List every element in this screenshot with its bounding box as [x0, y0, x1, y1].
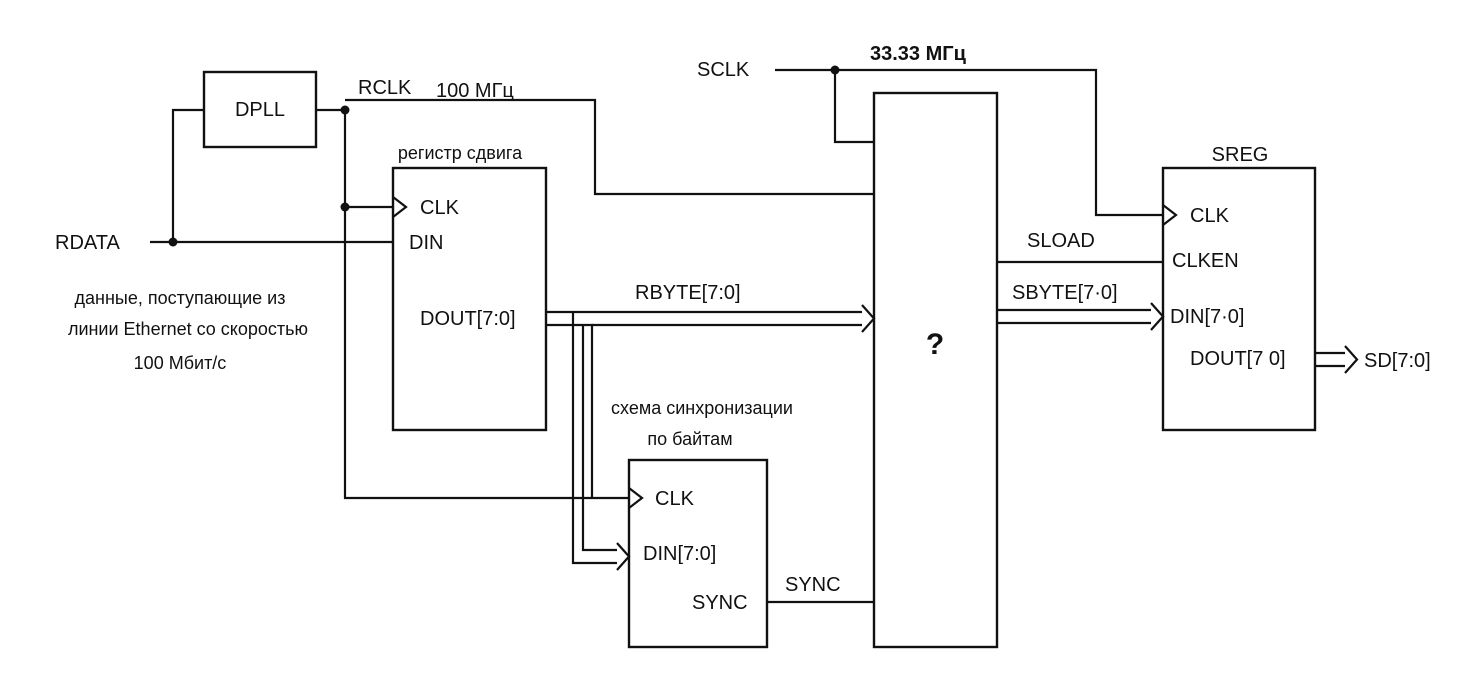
sreg-clken-label: CLKEN — [1172, 250, 1239, 272]
rbyte-bus-arrowhead — [861, 304, 876, 333]
rclk-to-unknown-wire — [345, 98, 874, 196]
sclk-wire — [775, 68, 1163, 217]
sreg-clk-triangle — [1162, 204, 1178, 226]
sbyte-bus-arrowhead — [1150, 302, 1165, 331]
rdata-note-line1: данные, поступающие из — [75, 288, 286, 308]
shift-register-clk-triangle — [392, 196, 408, 218]
sync-din-arrowhead — [616, 542, 631, 571]
sync-circuit-block — [627, 458, 769, 649]
rclk-frequency-label: 100 МГц — [436, 80, 514, 102]
sclk-to-unknown-wire — [833, 70, 874, 144]
sreg-title: SREG — [1212, 144, 1269, 166]
sync-din-bus-outer — [571, 312, 617, 565]
rclk-label: RCLK — [358, 77, 412, 99]
sync-circuit-title-line2: по байтам — [647, 429, 732, 449]
sync-circuit-clk-triangle — [628, 487, 644, 509]
sync-din-bus-inner — [581, 325, 617, 552]
rdata-label: RDATA — [55, 232, 120, 254]
rclk-junction-dot-top — [340, 105, 350, 115]
shift-register-din-label: DIN — [409, 232, 443, 254]
unknown-block-label: ? — [926, 328, 944, 361]
shift-register-dout-label: DOUT[7:0] — [420, 308, 516, 330]
rdata-note-line2: линии Ethernet со скоростью — [68, 319, 308, 339]
shift-register-clk-label: CLK — [420, 197, 460, 219]
rclk-vertical-wire — [343, 110, 629, 500]
rdata-junction-dot — [168, 237, 178, 247]
dpll-label: DPLL — [235, 99, 285, 121]
dpll-input-wire — [171, 108, 204, 242]
rbyte-bus-lower — [546, 323, 594, 498]
shift-register-block — [391, 166, 548, 432]
sync-circuit-clk-label: CLK — [655, 488, 695, 510]
rdata-note-line3: 100 Мбит/с — [134, 353, 227, 373]
sreg-dout-label: DOUT[7 0] — [1190, 348, 1286, 370]
sclk-junction-dot — [830, 65, 840, 75]
sd-label: SD[7:0] — [1364, 350, 1431, 372]
unknown-block — [872, 91, 999, 649]
shift-register-title: регистр сдвига — [398, 143, 523, 163]
sync-signal-label: SYNC — [785, 574, 841, 596]
sload-label: SLOAD — [1027, 230, 1095, 252]
sclk-frequency-label: 33.33 МГц — [870, 43, 967, 65]
sbyte-label: SBYTE[7·0] — [1012, 282, 1118, 304]
rclk-junction-dot-mid — [340, 202, 350, 212]
sd-bus-arrowhead — [1344, 345, 1359, 374]
sclk-label: SCLK — [697, 59, 750, 81]
sync-circuit-sync-label: SYNC — [692, 592, 748, 614]
sreg-block — [1161, 166, 1317, 432]
sync-circuit-title-line1: схема синхронизации — [611, 398, 793, 418]
sreg-din-label: DIN[7·0] — [1170, 306, 1244, 328]
rbyte-label: RBYTE[7:0] — [635, 282, 741, 304]
sreg-clk-label: CLK — [1190, 205, 1230, 227]
sync-circuit-din-label: DIN[7:0] — [643, 543, 716, 565]
